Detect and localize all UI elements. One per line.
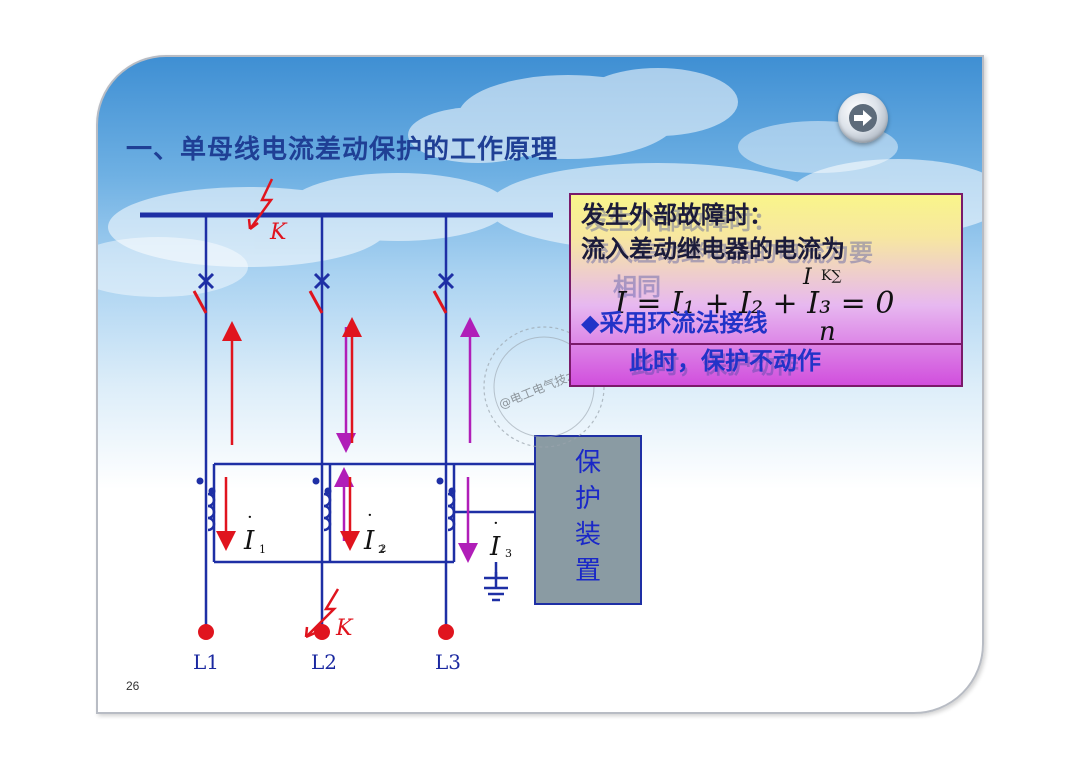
line-label-l3: L3 [435, 650, 461, 674]
current-label-3: I [489, 532, 501, 562]
disconnect-switch-icon [192, 290, 448, 314]
secondary-circuit [212, 462, 534, 580]
info-box-divider [571, 343, 961, 345]
line-label-l2: L2 [311, 650, 337, 674]
slide: 一、单母线电流差动保护的工作原理 K [96, 55, 984, 714]
info-footer: 此时，保护不动作 [629, 347, 821, 375]
protection-device: 保 护 装 置 [534, 435, 642, 605]
info-heading: 发生外部故障时： [581, 201, 773, 229]
ground-icon [484, 572, 508, 602]
polarity-dots [196, 477, 456, 495]
slide-title: 一、单母线电流差动保护的工作原理 [126, 135, 559, 165]
svg-text:·: · [367, 505, 373, 526]
info-line2-ghost: 流入差动继电器的电流为要 [585, 239, 873, 267]
current-labels: I · 1 I · 2 2 I · 3 [243, 505, 512, 562]
info-line3-ghost: 相同 [613, 273, 661, 301]
svg-text:·: · [247, 507, 253, 528]
next-slide-button[interactable] [838, 93, 888, 143]
current-subscript-1: 1 [259, 543, 266, 556]
secondary-current-arrows [216, 467, 478, 563]
current-label-2: I [363, 526, 375, 556]
line-label-l1: L1 [193, 650, 219, 674]
formula-sum-index: K∑ [821, 268, 842, 284]
current-label-1: I [243, 526, 255, 556]
info-heading-ghost: 发生外部故障时： [585, 207, 777, 235]
current-subscript-2: 2 [378, 543, 385, 556]
svg-text:·: · [493, 513, 499, 534]
current-transformer-coils [207, 492, 456, 532]
arrow-right-icon [849, 104, 877, 132]
protection-device-label: 保 护 装 置 [574, 448, 601, 586]
bus-fault-label: K [269, 220, 288, 245]
breaker-x-icon [197, 272, 455, 290]
formula-denominator: n [819, 317, 836, 347]
current-subscript-3: 3 [505, 547, 512, 560]
bullet-ring-connection: ◆采用环流法接线 [581, 309, 768, 337]
info-line2: 流入差动继电器的电流为 [581, 235, 845, 263]
line-fault-marker [304, 588, 340, 639]
upper-current-arrows [222, 317, 480, 453]
kirchhoff-formula: I = I₁ + I₂ + I₃ = 0 [615, 286, 895, 321]
line-fault-label: K [335, 616, 354, 641]
bus-fault-marker [247, 178, 274, 230]
info-footer-ghost: 此时，保护动作 [631, 351, 799, 379]
info-box: 发生外部故障时： 发生外部故障时： 流入差动继电器的电流为要 流入差动继电器的电… [569, 193, 963, 387]
line-terminals [198, 624, 454, 640]
formula-sum-current: I [803, 265, 812, 290]
circuit-diagram: K [140, 178, 553, 674]
svg-text:2: 2 [380, 544, 386, 555]
page-number: 26 [126, 679, 140, 693]
